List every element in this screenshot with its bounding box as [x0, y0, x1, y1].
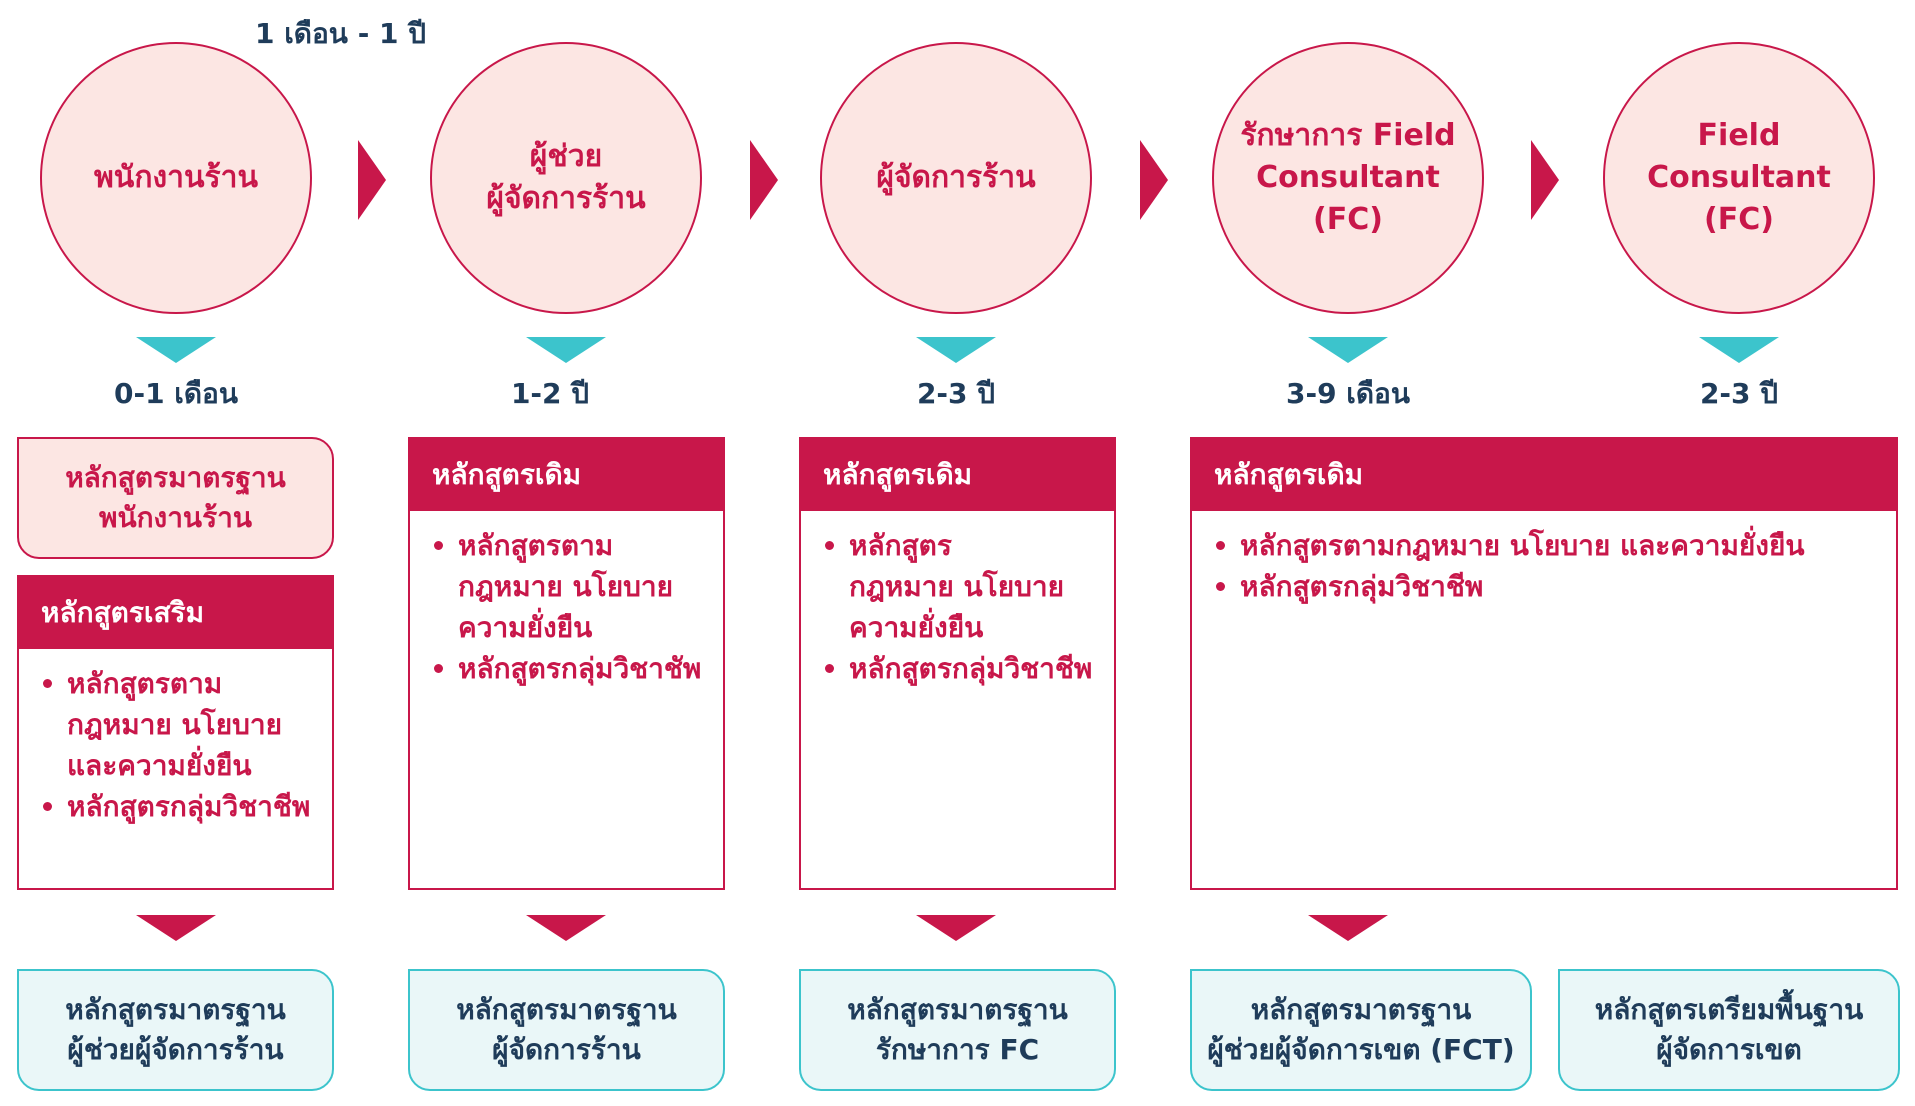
chevron-right-icon	[1531, 140, 1559, 220]
course-box-header: หลักสูตรเดิม	[410, 439, 723, 511]
stage-circle-assistant-store-manager: ผู้ช่วย ผู้จัดการร้าน	[430, 42, 702, 314]
next-course-box: หลักสูตรมาตรฐาน ผู้จัดการร้าน	[408, 969, 725, 1091]
course-list: หลักสูตรตามกฎหมาย นโยบาย และความยั่งยืน …	[1214, 525, 1882, 607]
course-box-existing: หลักสูตรเดิม หลักสูตร กฎหมาย นโยบาย ความ…	[799, 437, 1116, 890]
red-down-triangle-icon	[136, 915, 216, 941]
course-list: หลักสูตรตาม กฎหมาย นโยบาย ความยั่งยืน หล…	[432, 525, 709, 689]
teal-down-triangle-icon	[526, 337, 606, 363]
course-box-header: หลักสูตรเสริม	[19, 577, 332, 649]
course-list-item: หลักสูตรกลุ่มวิชาชีพ	[1214, 566, 1882, 607]
next-course-box: หลักสูตรเตรียมพื้นฐาน ผู้จัดการเขต	[1558, 969, 1900, 1091]
teal-down-triangle-icon	[1308, 337, 1388, 363]
next-course-box: หลักสูตรมาตรฐาน รักษาการ FC	[799, 969, 1116, 1091]
stage-duration: 2-3 ปี	[916, 377, 996, 410]
stage-circle-store-staff: พนักงานร้าน	[40, 42, 312, 314]
stage-duration: 2-3 ปี	[1699, 377, 1779, 410]
course-box-header: หลักสูตรเดิม	[801, 439, 1114, 511]
course-list-item: หลักสูตรตามกฎหมาย นโยบาย และความยั่งยืน	[1214, 525, 1882, 566]
teal-down-triangle-icon	[916, 337, 996, 363]
course-list-item: หลักสูตรกลุ่มวิชาชีพ	[823, 648, 1100, 689]
stage-duration: 1-2 ปี	[510, 377, 590, 410]
stage-circle-fc: Field Consultant (FC)	[1603, 42, 1875, 314]
chevron-right-icon	[358, 140, 386, 220]
next-course-box: หลักสูตรมาตรฐาน ผู้ช่วยผู้จัดการร้าน	[17, 969, 334, 1091]
course-list-item: หลักสูตรกลุ่มวิชาชัพ	[432, 648, 709, 689]
course-box-existing: หลักสูตรเดิม หลักสูตรตาม กฎหมาย นโยบาย ค…	[408, 437, 725, 890]
course-box-existing-wide: หลักสูตรเดิม หลักสูตรตามกฎหมาย นโยบาย แล…	[1190, 437, 1898, 890]
teal-down-triangle-icon	[1699, 337, 1779, 363]
course-list-item: หลักสูตรตาม กฎหมาย นโยบาย และความยั่งยืน	[41, 663, 318, 786]
period-note: 1 เดือน - 1 ปี	[255, 17, 427, 50]
course-list-item: หลักสูตรกลุ่มวิชาชีพ	[41, 786, 318, 827]
standard-course-store-staff: หลักสูตรมาตรฐาน พนักงานร้าน	[17, 437, 334, 559]
stage-circle-store-manager: ผู้จัดการร้าน	[820, 42, 1092, 314]
next-course-box: หลักสูตรมาตรฐาน ผู้ช่วยผู้จัดการเขต (FCT…	[1190, 969, 1532, 1091]
course-list: หลักสูตรตาม กฎหมาย นโยบาย และความยั่งยืน…	[41, 663, 318, 827]
course-box-supplementary: หลักสูตรเสริม หลักสูตรตาม กฎหมาย นโยบาย …	[17, 575, 334, 890]
chevron-right-icon	[1140, 140, 1168, 220]
red-down-triangle-icon	[526, 915, 606, 941]
teal-down-triangle-icon	[136, 337, 216, 363]
course-box-header: หลักสูตรเดิม	[1192, 439, 1896, 511]
course-list-item: หลักสูตร กฎหมาย นโยบาย ความยั่งยืน	[823, 525, 1100, 648]
course-list: หลักสูตร กฎหมาย นโยบาย ความยั่งยืน หลักส…	[823, 525, 1100, 689]
stage-circle-acting-fc: รักษาการ Field Consultant (FC)	[1212, 42, 1484, 314]
course-list-item: หลักสูตรตาม กฎหมาย นโยบาย ความยั่งยืน	[432, 525, 709, 648]
chevron-right-icon	[750, 140, 778, 220]
stage-duration: 3-9 เดือน	[1285, 377, 1411, 410]
red-down-triangle-icon	[916, 915, 996, 941]
red-down-triangle-icon	[1308, 915, 1388, 941]
stage-duration: 0-1 เดือน	[113, 377, 239, 410]
